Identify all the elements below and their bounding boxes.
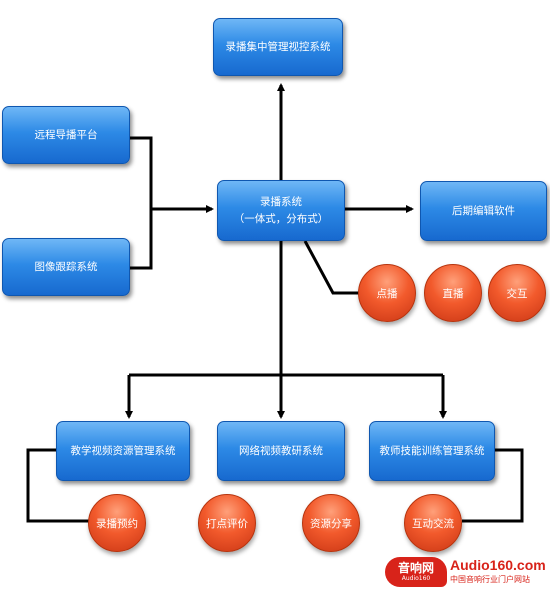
node-resource-management: 教学视频资源管理系统 [56, 421, 190, 481]
node-remote-director: 远程导播平台 [2, 106, 130, 164]
node-recording-system: 录播系统 （一体式，分布式） [217, 180, 345, 241]
circle-schedule: 录播预约 [88, 494, 146, 552]
watermark-brand: Audio160.com 中国音响行业门户网站 [450, 556, 550, 586]
node-video-research: 网络视频教研系统 [217, 421, 345, 481]
circle-sharing: 资源分享 [302, 494, 360, 552]
audio160-logo: 音响网 Audio160 [385, 557, 447, 587]
watermark-site: Audio160.com [450, 557, 546, 573]
connector-training-to-exchange [462, 448, 524, 523]
connector-resource-to-schedule [26, 448, 90, 523]
circle-exchange: 互动交流 [404, 494, 462, 552]
logo-english-text: Audio160 [401, 575, 431, 582]
node-recording-system-title: 录播系统 [260, 196, 302, 209]
circle-live: 直播 [424, 264, 482, 322]
node-recording-system-subtitle: （一体式，分布式） [233, 212, 329, 225]
circle-vod: 点播 [358, 264, 416, 322]
circle-interact: 交互 [488, 264, 546, 322]
circle-rating: 打点评价 [198, 494, 256, 552]
connector-remote-to-center [130, 136, 212, 270]
watermark-tagline: 中国音响行业门户网站 [450, 575, 530, 584]
logo-chinese-text: 音响网 [397, 561, 434, 575]
node-image-tracking: 图像跟踪系统 [2, 238, 130, 296]
node-post-editing: 后期编辑软件 [420, 181, 547, 241]
node-teacher-training: 教师技能训练管理系统 [369, 421, 495, 481]
connector-center-to-vod [303, 240, 360, 295]
node-top-management: 录播集中管理视控系统 [213, 18, 343, 76]
